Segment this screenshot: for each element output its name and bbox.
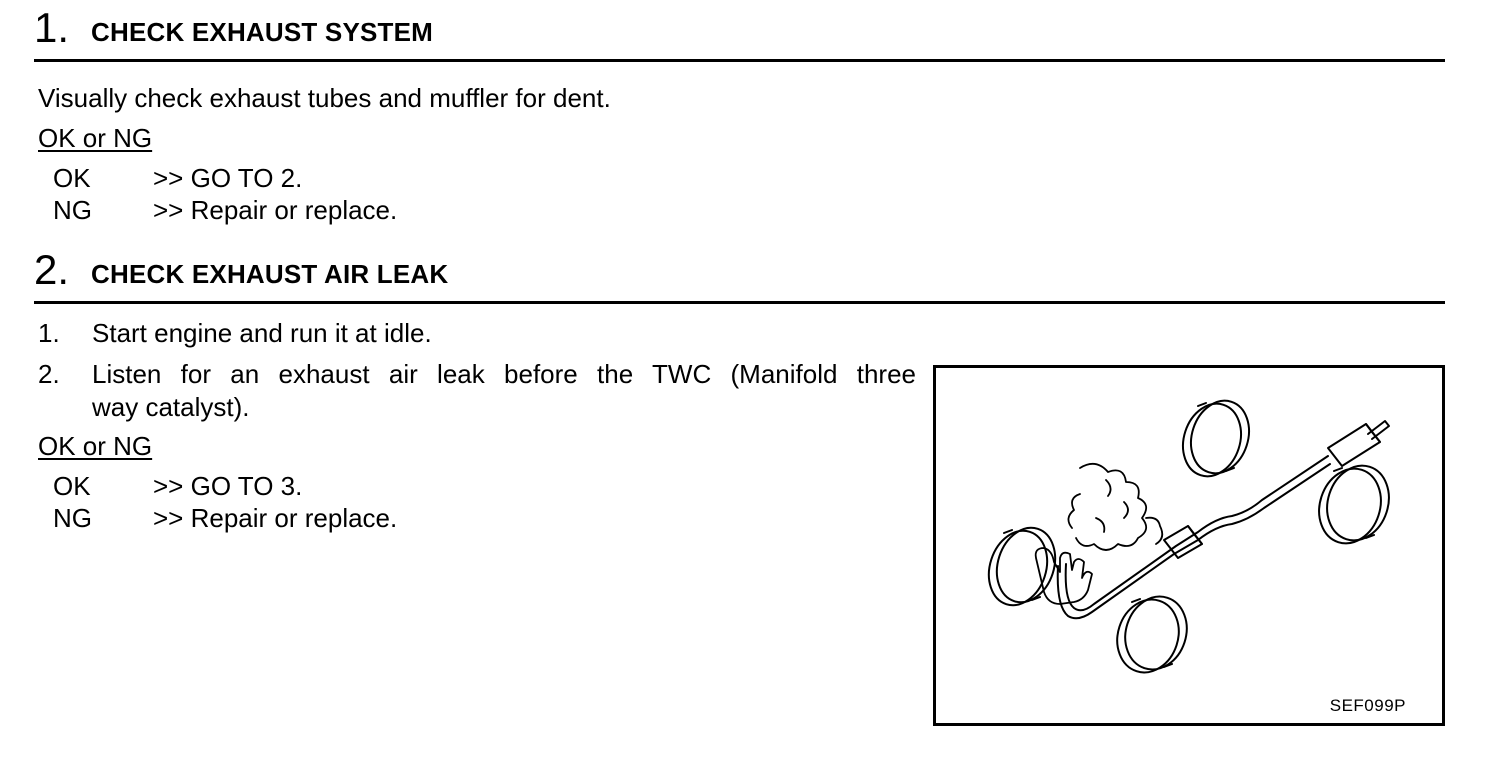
wheel-icon (1116, 595, 1188, 674)
wheel-icon (987, 526, 1057, 607)
step-2-list-item-1-number: 1. (38, 318, 60, 348)
step-1-result-ng-key: NG (53, 195, 92, 225)
step-1-number: 1. (34, 4, 70, 51)
muffler-icon (1163, 525, 1203, 559)
step-2-heading: 2. CHECK EXHAUST AIR LEAK (34, 246, 1445, 304)
step-2-result-ng-value: >> Repair or replace. (153, 503, 398, 533)
step-1-instruction: Visually check exhaust tubes and muffler… (38, 83, 611, 113)
step-2-list-item-2-line-2: way catalyst). (92, 392, 250, 422)
step-2-number: 2. (34, 246, 70, 293)
step-1-heading: 1. CHECK EXHAUST SYSTEM (34, 4, 1445, 62)
step-1-result-label: OK or NG (38, 123, 153, 153)
exhaust-leak-illustration: SEF099P (933, 365, 1445, 726)
step-2-result-label: OK or NG (38, 431, 153, 461)
figure-code: SEF099P (1329, 696, 1406, 715)
step-2-result-ok-key: OK (53, 471, 91, 501)
step-1-title: CHECK EXHAUST SYSTEM (91, 17, 434, 47)
step-1-result-ng-value: >> Repair or replace. (153, 195, 398, 225)
muffler-icon (1327, 423, 1381, 467)
exhaust-pipe-icon (1056, 420, 1390, 620)
step-2-title: CHECK EXHAUST AIR LEAK (91, 259, 449, 289)
step-2-list-item-2-number: 2. (38, 359, 60, 389)
step-1-result-ok-value: >> GO TO 2. (153, 163, 303, 193)
smoke-cloud-icon (1067, 462, 1164, 551)
step-2-list-item-2-line-1: Listen for an exhaust air leak before th… (92, 359, 916, 389)
step-1-result-ok-key: OK (53, 163, 91, 193)
exhaust-diagram (987, 399, 1390, 674)
wheel-icon (1182, 399, 1250, 478)
step-2-result-ng-key: NG (53, 503, 92, 533)
hand-icon (1034, 547, 1093, 605)
step-2-result-ok-value: >> GO TO 3. (153, 471, 303, 501)
wheel-icon (1318, 464, 1390, 545)
step-2-list-item-1-text: Start engine and run it at idle. (92, 318, 432, 348)
